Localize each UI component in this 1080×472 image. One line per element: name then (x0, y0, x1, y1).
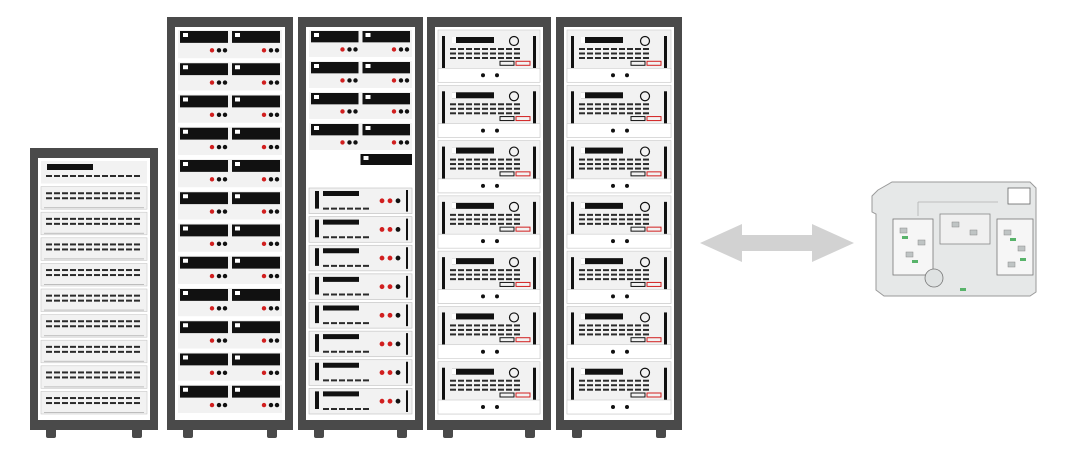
rack-unit (178, 126, 282, 155)
board-connector (892, 218, 934, 276)
rack-unit (437, 361, 541, 415)
rack-unit (178, 255, 282, 284)
rack-unit (40, 263, 148, 287)
board-component (912, 260, 918, 263)
rack-unit (308, 244, 413, 272)
board-component (902, 236, 908, 239)
board-component (1010, 238, 1016, 241)
rack-unit (566, 361, 672, 415)
rack-foot (397, 428, 407, 438)
rack-unit (360, 154, 412, 165)
rack-unit (309, 61, 412, 88)
rack-4 (427, 17, 551, 438)
rack-unit (437, 29, 541, 83)
rack-unit (178, 223, 282, 252)
rack-unit (40, 237, 148, 261)
rack-unit (308, 187, 413, 214)
rack-foot (525, 428, 535, 438)
rack-unit (40, 211, 148, 236)
rack-unit (566, 29, 672, 83)
rack-foot (572, 428, 582, 438)
rack-foot (183, 428, 193, 438)
rack-unit (437, 84, 541, 138)
rack-unit (41, 161, 147, 184)
rack-foot (314, 428, 324, 438)
rack-unit (566, 140, 672, 194)
board-component (960, 288, 966, 291)
rack-3 (298, 17, 423, 438)
rack-unit (566, 250, 672, 304)
rack-unit (178, 62, 282, 91)
rack-unit (308, 330, 413, 358)
rack-unit (178, 288, 282, 317)
rack-unit (178, 94, 282, 123)
rack-unit (309, 123, 412, 150)
rack-unit (437, 306, 541, 360)
rack-foot (443, 428, 453, 438)
rack-unit (308, 216, 413, 243)
rack-foot (132, 428, 142, 438)
rack-unit (309, 30, 412, 57)
rack-unit (308, 302, 413, 329)
double-arrow-icon (700, 224, 854, 262)
rack-unit (40, 339, 148, 364)
board-connector (939, 213, 991, 245)
rack-unit (437, 140, 541, 194)
rack-unit (308, 273, 413, 300)
board-component (1007, 187, 1031, 205)
rack-unit (178, 320, 282, 349)
rack-unit (437, 250, 541, 304)
circuit-board-icon (871, 181, 1037, 297)
rack-foot (267, 428, 277, 438)
rack-unit (40, 391, 148, 415)
rack-unit (308, 359, 413, 386)
rack-unit (566, 195, 672, 249)
board-component (924, 268, 944, 288)
rack-unit (178, 384, 282, 413)
rack-unit (178, 159, 282, 188)
rack-unit (178, 352, 282, 381)
rack-5 (556, 17, 682, 438)
rack-unit (40, 314, 148, 338)
rack-unit (437, 195, 541, 249)
rack-group (30, 17, 682, 438)
rack-unit (308, 388, 413, 415)
rack-unit (40, 186, 148, 210)
rack-1 (30, 148, 158, 438)
rack-unit (566, 306, 672, 360)
rack-unit (178, 191, 282, 220)
rack-2 (167, 17, 293, 438)
rack-unit (566, 84, 672, 138)
board-component (1020, 258, 1026, 261)
rack-unit (178, 30, 282, 59)
rack-unit (309, 92, 412, 119)
rack-unit (40, 365, 148, 389)
rack-unit (40, 288, 148, 312)
rack-foot (656, 428, 666, 438)
rack-foot (46, 428, 56, 438)
